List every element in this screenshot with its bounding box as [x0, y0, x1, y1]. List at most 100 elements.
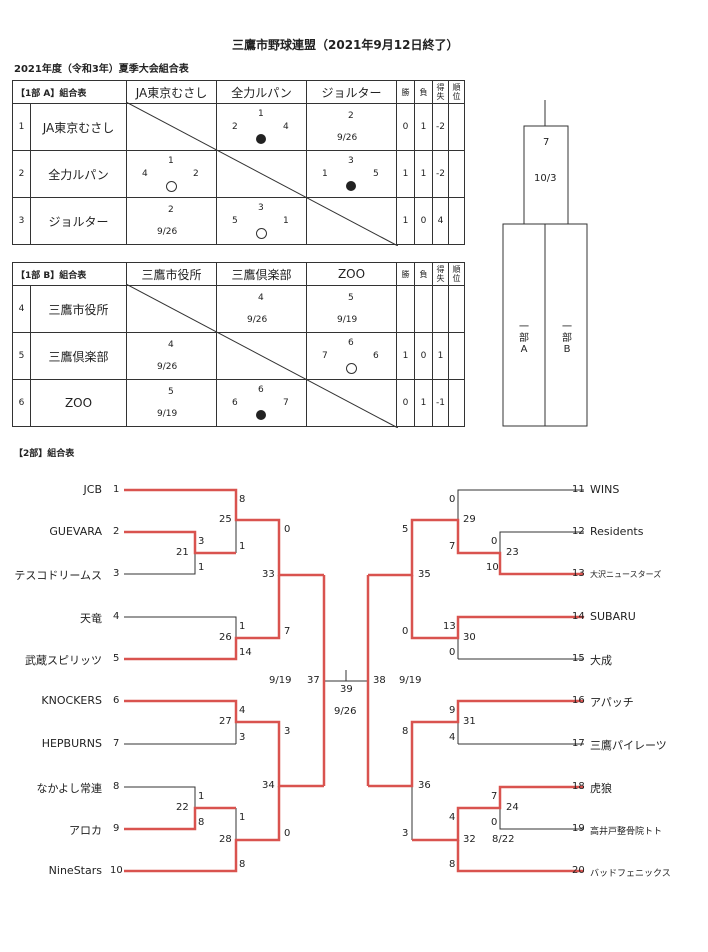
self-cell — [126, 103, 217, 151]
match-cell: 5 9/19 — [126, 379, 218, 427]
game-number: 5 — [348, 293, 354, 303]
team-name: SUBARU — [590, 610, 636, 623]
score-right: 1 — [283, 216, 289, 226]
final-left-label-3: A — [520, 344, 528, 355]
game-number: 3 — [348, 156, 354, 166]
final-game-number: 7 — [543, 137, 550, 148]
team-name: 天竜 — [80, 612, 102, 625]
page-title: 三鷹市野球連盟（2021年9月12日終了） — [232, 38, 459, 52]
game-number: 3 — [258, 203, 264, 213]
match-cell: 4 9/26 — [126, 332, 218, 380]
team-name: 大沢ニュースターズ — [590, 570, 662, 579]
match-number: 36 — [418, 780, 431, 791]
score: 8 — [402, 726, 409, 737]
team-name: NineStars — [48, 864, 102, 877]
game-number: 2 — [348, 111, 354, 121]
team-name: テスコドリームス — [14, 569, 102, 582]
team-name: GUEVARA — [49, 525, 102, 538]
league-b-row: 4 三鷹市役所 4 9/26 5 9/19 — [12, 285, 466, 333]
game-date: 9/26 — [247, 315, 268, 325]
team-seed: 6 — [113, 695, 120, 706]
match-number: 35 — [418, 569, 431, 580]
final-right-label: 一 部 B — [561, 322, 573, 355]
match-number: 26 — [219, 632, 232, 643]
score: 1 — [239, 541, 246, 552]
game-number: 1 — [258, 109, 264, 119]
final-game-date: 10/3 — [534, 173, 557, 184]
team-name: 武蔵スピリッツ — [25, 654, 102, 667]
team-seed: 19 — [572, 823, 585, 834]
score: 13 — [443, 621, 456, 632]
league-a-col-3: ジョルター — [306, 80, 397, 104]
match-cell: 2 9/26 — [126, 197, 217, 245]
match-date: 8/22 — [492, 834, 515, 845]
match-date: 9/19 — [399, 675, 422, 686]
team-seed: 1 — [113, 484, 120, 495]
game-number: 6 — [258, 385, 264, 395]
win-mark — [256, 228, 267, 242]
team-seed: 18 — [572, 781, 585, 792]
match-number: 39 — [340, 684, 353, 695]
game-date: 9/26 — [157, 227, 178, 237]
score: 0 — [284, 524, 291, 535]
score: 8 — [239, 494, 246, 505]
score: 4 — [239, 705, 246, 716]
league-a-col-rank: 順位 — [448, 80, 465, 104]
match-number: 28 — [219, 834, 232, 845]
match-number: 25 — [219, 514, 232, 525]
score-left: 1 — [322, 169, 328, 179]
score-left: 2 — [232, 122, 238, 132]
score: 8 — [449, 859, 456, 870]
match-number: 31 — [463, 716, 476, 727]
score: 8 — [198, 817, 205, 828]
team-name: Residents — [590, 525, 644, 538]
team-seed: 3 — [113, 568, 120, 579]
rank — [448, 379, 466, 427]
team-name: WINS — [590, 483, 620, 496]
score-right: 6 — [373, 351, 379, 361]
match-number: 32 — [463, 834, 476, 845]
score: 5 — [402, 524, 409, 535]
match-number: 21 — [176, 547, 189, 558]
team-name: HEPBURNS — [41, 737, 102, 750]
game-date: 9/26 — [337, 133, 358, 143]
loss-mark — [256, 134, 266, 147]
score-right: 5 — [373, 169, 379, 179]
team-seed: 9 — [113, 823, 120, 834]
match-number: 23 — [506, 547, 519, 558]
team-name: バッドフェニックス — [590, 869, 671, 879]
match-number: 29 — [463, 514, 476, 525]
final-left-label-1: 一 — [519, 322, 529, 333]
team-seed: 2 — [113, 526, 120, 537]
score: 3 — [239, 732, 246, 743]
wins: 1 — [396, 197, 415, 245]
match-cell: 1 4 2 — [126, 150, 217, 198]
league-b-col-2: 三鷹倶楽部 — [216, 262, 308, 286]
final-right-label-1: 一 — [562, 322, 572, 333]
loss-mark — [346, 181, 356, 194]
league-b-col-diff: 得失 — [432, 262, 450, 286]
score: 1 — [239, 621, 246, 632]
team-seed: 16 — [572, 695, 585, 706]
page-subtitle: 2021年度（令和3年）夏季大会組合表 — [14, 64, 189, 75]
match-cell: 4 9/26 — [216, 285, 308, 333]
final-left-label-2: 部 — [519, 333, 529, 344]
game-number: 4 — [168, 340, 174, 350]
bracket-title: 【2部】組合表 — [14, 449, 75, 459]
final-bracket-lines — [502, 100, 588, 427]
match-number: 24 — [506, 802, 519, 813]
score: 3 — [198, 536, 205, 547]
final-right-label-3: B — [563, 344, 571, 355]
team-name: アパッチ — [590, 696, 634, 709]
league-b-col-3: ZOO — [306, 262, 398, 286]
score-left: 5 — [232, 216, 238, 226]
score-left: 4 — [142, 169, 148, 179]
team-name: KNOCKERS — [41, 694, 102, 707]
score: 0 — [402, 626, 409, 637]
score: 0 — [491, 536, 498, 547]
score: 7 — [449, 541, 456, 552]
score-right: 4 — [283, 122, 289, 132]
team-name: JA東京むさし — [30, 103, 127, 151]
final-left-label: 一 部 A — [518, 322, 530, 355]
